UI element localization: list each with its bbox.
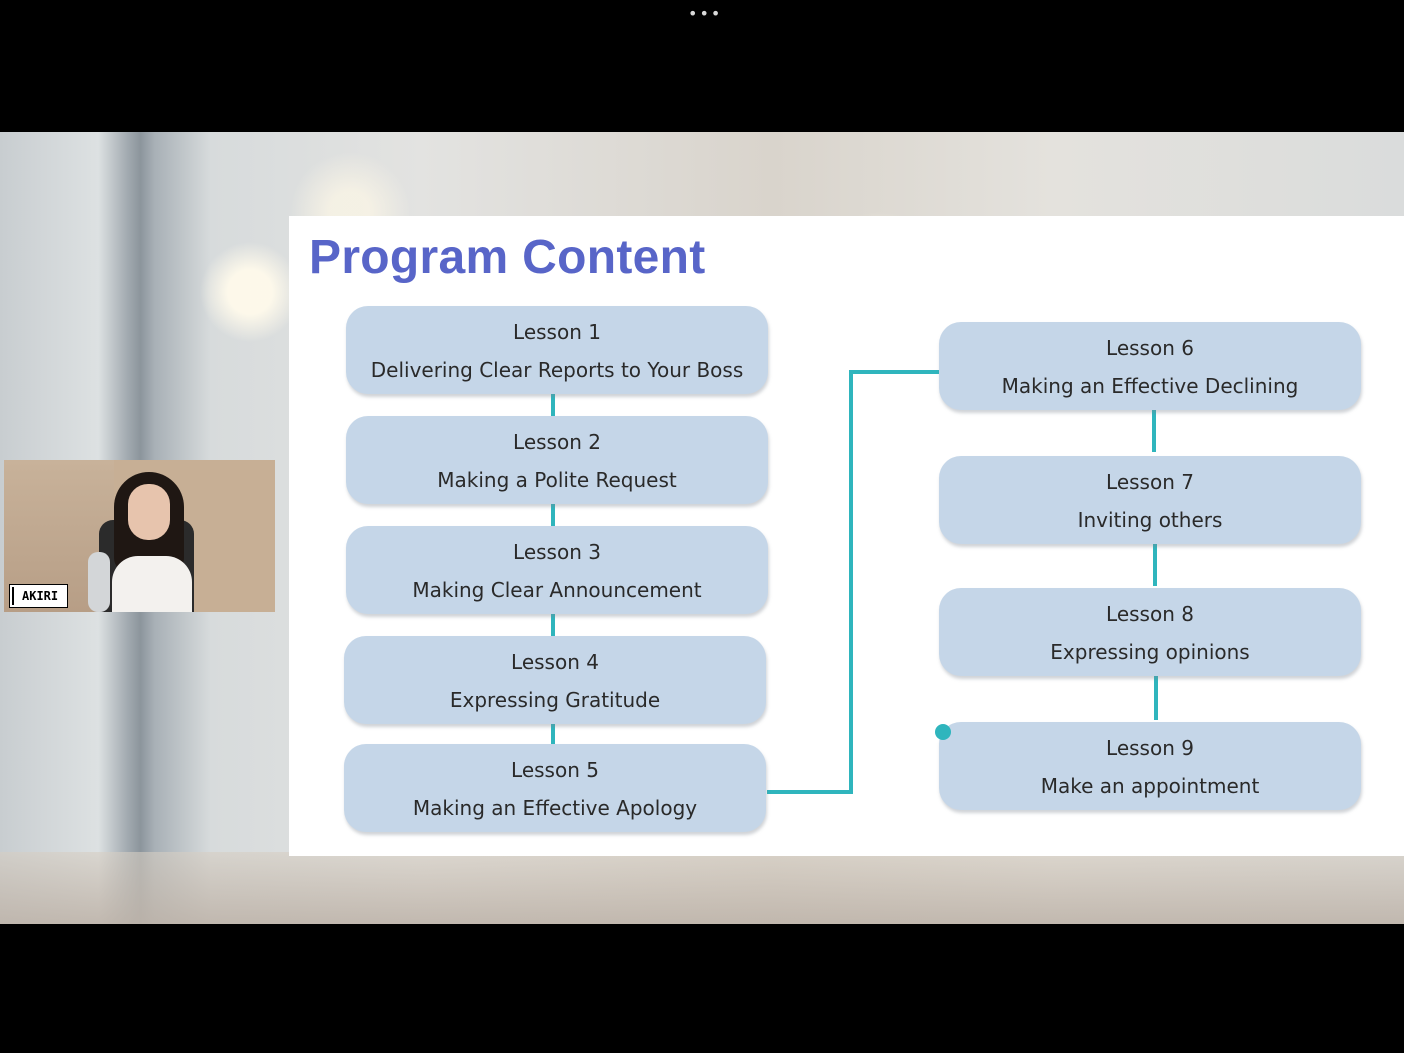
lesson-number: Lesson 7 — [1106, 470, 1194, 494]
connector-line — [1152, 410, 1156, 452]
lesson-title: Making a Polite Request — [437, 468, 677, 492]
lesson-number: Lesson 5 — [511, 758, 599, 782]
participant-name-tag: AKIRI — [9, 584, 69, 608]
microphone-icon — [88, 552, 110, 612]
person-face — [128, 484, 170, 540]
connector-line — [1153, 544, 1157, 586]
lesson-title: Expressing Gratitude — [449, 688, 661, 712]
lesson-card-5[interactable]: Lesson 5 Making an Effective Apology — [344, 744, 766, 832]
lesson-number: Lesson 9 — [1106, 736, 1194, 760]
connector-line — [849, 370, 853, 794]
connector-line — [767, 790, 853, 794]
lesson-card-1[interactable]: Lesson 1 Delivering Clear Reports to You… — [346, 306, 768, 394]
lesson-card-8[interactable]: Lesson 8 Expressing opinions — [939, 588, 1361, 676]
slide-title: Program Content — [309, 231, 706, 284]
connector-line — [551, 614, 555, 638]
lesson-number: Lesson 8 — [1106, 602, 1194, 626]
lesson-card-7[interactable]: Lesson 7 Inviting others — [939, 456, 1361, 544]
connector-line — [551, 394, 555, 418]
lesson-title: Delivering Clear Reports to Your Boss — [370, 358, 744, 382]
connector-line — [551, 724, 555, 748]
lesson-card-4[interactable]: Lesson 4 Expressing Gratitude — [344, 636, 766, 724]
presentation-slide: Program Content Lesson 1 Delivering Clea… — [289, 216, 1404, 856]
person-body — [112, 556, 192, 612]
background-floor — [0, 852, 1404, 924]
lesson-card-9[interactable]: Lesson 9 Make an appointment — [939, 722, 1361, 810]
lesson-number: Lesson 4 — [511, 650, 599, 674]
lesson-title: Expressing opinions — [1050, 640, 1250, 664]
connector-line — [849, 370, 940, 374]
more-options-icon[interactable]: ••• — [688, 4, 723, 23]
lesson-card-2[interactable]: Lesson 2 Making a Polite Request — [346, 416, 768, 504]
pointer-dot-icon — [935, 724, 951, 740]
participant-video-tile[interactable]: AKIRI — [4, 460, 275, 612]
lesson-card-3[interactable]: Lesson 3 Making Clear Announcement — [346, 526, 768, 614]
connector-line — [1154, 676, 1158, 720]
lesson-card-6[interactable]: Lesson 6 Making an Effective Declining — [939, 322, 1361, 410]
connector-line — [551, 504, 555, 528]
lesson-title: Inviting others — [1077, 508, 1223, 532]
lesson-title: Making an Effective Apology — [412, 796, 698, 820]
lesson-number: Lesson 1 — [513, 320, 601, 344]
lesson-number: Lesson 3 — [513, 540, 601, 564]
lesson-title: Making Clear Announcement — [412, 578, 702, 602]
lesson-number: Lesson 6 — [1106, 336, 1194, 360]
lesson-title: Make an appointment — [1040, 774, 1260, 798]
lesson-number: Lesson 2 — [513, 430, 601, 454]
lesson-title: Making an Effective Declining — [1001, 374, 1299, 398]
